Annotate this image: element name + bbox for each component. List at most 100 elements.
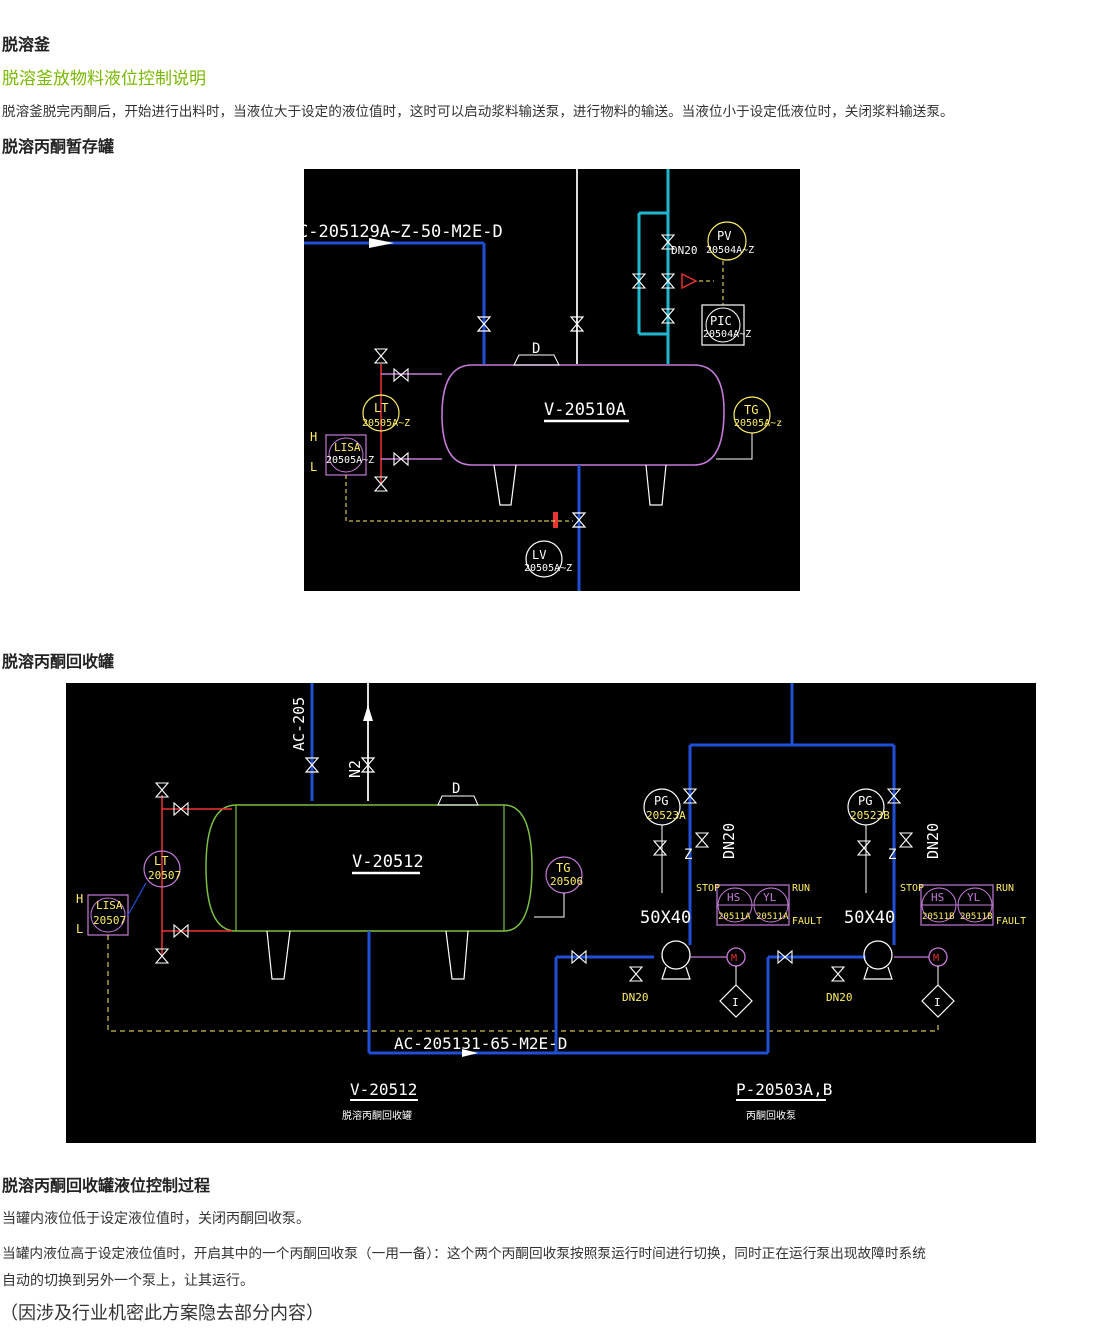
- svg-text:L: L: [76, 922, 83, 936]
- svg-text:DN20: DN20: [720, 823, 738, 859]
- flow-arrow: [369, 238, 394, 248]
- svg-text:TG: TG: [556, 861, 570, 875]
- paragraph-high-level-line1: 当罐内液位高于设定液位值时，开启其中的一个丙酮回收泵（一用一备）：这个两个丙酮回…: [2, 1246, 926, 1262]
- inlet-valve: [476, 316, 492, 332]
- svg-text:20511A: 20511A: [756, 912, 789, 922]
- svg-text:20504A~Z: 20504A~Z: [706, 245, 754, 256]
- svg-text:20507: 20507: [148, 869, 181, 882]
- svg-text:20505A~Z: 20505A~Z: [362, 418, 410, 429]
- storage-tank-pid-diagram: C-205129A~Z-50-M2E-D DN20 PV 20504A~Z PI…: [298, 169, 800, 591]
- svg-text:N2: N2: [346, 760, 364, 778]
- confidentiality-note: （因涉及行业机密此方案隐去部分内容）: [0, 1303, 324, 1324]
- pid-svg-1: C-205129A~Z-50-M2E-D DN20 PV 20504A~Z PI…: [298, 169, 782, 591]
- svg-text:LT: LT: [374, 401, 388, 415]
- svg-text:LISA: LISA: [334, 441, 361, 454]
- svg-text:Z: Z: [888, 847, 896, 863]
- paragraph-low-level: 当罐内液位低于设定液位值时，关闭丙酮回收泵。: [2, 1211, 310, 1227]
- bottom-pipe-label: AC-205131-65-M2E-D: [394, 1034, 567, 1053]
- svg-text:DN20: DN20: [924, 823, 942, 859]
- svg-text:H: H: [310, 430, 317, 444]
- svg-text:HS: HS: [931, 891, 944, 904]
- control-valve-actuator: [681, 272, 698, 290]
- caption-vessel-sub: 脱溶丙酮回收罐: [342, 1109, 412, 1122]
- svg-text:Z: Z: [684, 847, 692, 863]
- svg-text:M: M: [933, 953, 939, 964]
- svg-text:STOP: STOP: [696, 883, 720, 894]
- section-heading-tuorongfu: 脱溶釜: [2, 35, 51, 54]
- svg-text:50X40: 50X40: [640, 908, 691, 928]
- svg-text:TG: TG: [744, 403, 758, 417]
- svg-text:HS: HS: [727, 891, 740, 904]
- svg-text:RUN: RUN: [996, 883, 1014, 894]
- level-valves: [373, 348, 409, 492]
- vessel-label: V-20510A: [544, 400, 626, 420]
- recovery-tank-pid-diagram: AC-205 N2 V-20512 D LT 20507 LISA 20507 …: [66, 683, 1036, 1143]
- caption-pump-sub: 丙酮回收泵: [746, 1109, 796, 1122]
- svg-text:20504A~Z: 20504A~Z: [703, 329, 751, 340]
- svg-text:LT: LT: [154, 854, 168, 868]
- orifice: [553, 512, 558, 528]
- svg-text:20511A: 20511A: [718, 912, 751, 922]
- svg-text:20511B: 20511B: [960, 912, 993, 922]
- svg-text:STOP: STOP: [900, 883, 924, 894]
- current-indicator-b: [921, 984, 955, 1018]
- svg-text:PG: PG: [654, 794, 668, 808]
- svg-text:50X40: 50X40: [844, 908, 895, 928]
- svg-text:D: D: [532, 341, 540, 357]
- vessel-leg: [645, 464, 667, 506]
- paragraph-discharge: 脱溶釜脱完丙酮后，开始进行出料时，当液位大于设定的液位值时，这时可以启动浆料输送…: [2, 104, 954, 120]
- svg-text:20507: 20507: [93, 914, 126, 927]
- vessel-leg: [493, 464, 517, 506]
- pump-a-valves: [571, 788, 710, 982]
- inlet-valve: [304, 757, 320, 773]
- svg-text:20505A~Z: 20505A~Z: [326, 455, 374, 466]
- section-heading-recovery-tank: 脱溶丙酮回收罐: [2, 652, 115, 671]
- line-size-dn20: DN20: [671, 244, 698, 257]
- svg-text:H: H: [76, 892, 83, 906]
- pv-instrument: [707, 221, 747, 261]
- section-subheading: 脱溶釜放物料液位控制说明: [2, 69, 206, 89]
- pump-b: [863, 940, 893, 970]
- svg-text:DN20: DN20: [826, 991, 853, 1004]
- control-valves: [631, 234, 676, 324]
- signal-line: [107, 935, 939, 1032]
- svg-text:YL: YL: [967, 891, 981, 904]
- section-heading-control-process: 脱溶丙酮回收罐液位控制过程: [2, 1176, 211, 1195]
- svg-text:LISA: LISA: [96, 899, 123, 912]
- pump-a: [661, 940, 691, 970]
- lt-instrument: [143, 850, 181, 888]
- svg-text:FAULT: FAULT: [792, 916, 822, 927]
- svg-text:I: I: [934, 996, 941, 1009]
- svg-text:LV: LV: [532, 548, 546, 562]
- lt-instrument: [362, 394, 400, 432]
- svg-text:20505A~Z: 20505A~Z: [524, 563, 572, 574]
- outlet-valve: [571, 512, 587, 528]
- svg-text:20506: 20506: [550, 875, 583, 888]
- caption-pump: P-20503A,B: [736, 1080, 832, 1099]
- svg-text:20511B: 20511B: [922, 912, 955, 922]
- pid-svg-2: AC-205 N2 V-20512 D LT 20507 LISA 20507 …: [76, 683, 1026, 1122]
- n2-valve: [360, 757, 376, 773]
- current-indicator-a: [719, 984, 753, 1018]
- vessel-leg: [445, 930, 469, 980]
- svg-text:I: I: [732, 996, 739, 1009]
- svg-text:M: M: [731, 953, 737, 964]
- vessel-v20510a: [441, 364, 725, 466]
- svg-text:FAULT: FAULT: [996, 916, 1026, 927]
- level-valves: [154, 782, 189, 964]
- caption-vessel: V-20512: [350, 1080, 417, 1099]
- lv-instrument: [525, 540, 563, 578]
- paragraph-high-level-line2: 自动的切换到另外一个泵上，让其运行。: [2, 1273, 254, 1289]
- svg-text:YL: YL: [763, 891, 777, 904]
- svg-text:AC-205: AC-205: [290, 697, 308, 751]
- vent-valve: [569, 316, 585, 332]
- pipe-label: C-205129A~Z-50-M2E-D: [304, 222, 503, 242]
- svg-text:20505A~z: 20505A~z: [734, 418, 782, 429]
- svg-text:PIC: PIC: [710, 314, 732, 328]
- svg-text:RUN: RUN: [792, 883, 810, 894]
- svg-text:20523A: 20523A: [646, 809, 686, 822]
- svg-text:PV: PV: [717, 229, 731, 243]
- section-heading-storage-tank: 脱溶丙酮暂存罐: [2, 137, 115, 156]
- svg-text:L: L: [310, 460, 317, 474]
- svg-text:20523B: 20523B: [850, 809, 890, 822]
